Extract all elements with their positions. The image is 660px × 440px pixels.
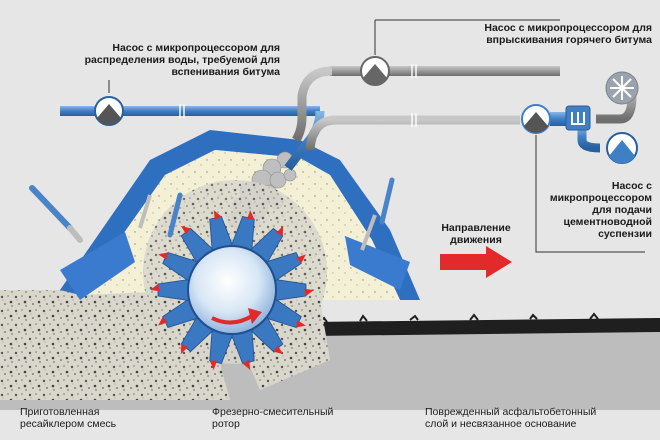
- label-rotor: Фрезерно-смесительный ротор: [212, 406, 334, 430]
- slurry-pump-icon: [606, 132, 638, 164]
- water-pump-icon: [94, 96, 124, 126]
- cutter-tip: [296, 320, 306, 328]
- asphalt-crack-edges: [319, 312, 599, 323]
- pipe-flanges: [179, 64, 417, 127]
- rotor-cutter-tips: [150, 210, 314, 370]
- cutter-tip: [150, 284, 160, 292]
- cutter-tip: [158, 316, 168, 326]
- asphalt-layer: [310, 318, 660, 336]
- bitumen-pump-icon: [360, 56, 390, 86]
- cutter-tip: [180, 225, 191, 235]
- cutter-tip: [273, 345, 284, 355]
- cutter-tip: [246, 210, 255, 220]
- right-spray-bar: [360, 177, 395, 251]
- cutter-tip: [304, 288, 314, 296]
- tank-icon: [565, 105, 591, 131]
- left-spray-bar: [29, 185, 183, 243]
- label-recycled-mix: Приготовленная ресайклером смесь: [20, 406, 117, 430]
- leader-lines: [108, 19, 645, 253]
- cutter-tip: [209, 360, 218, 370]
- label-cement-pump: Насос с микропроцессором для подачи цеме…: [549, 180, 652, 240]
- heater-icon: [605, 71, 639, 105]
- caption-strip: [0, 410, 660, 440]
- label-base: Поврежденный асфальтобетонный слой и нес…: [425, 406, 597, 430]
- cutter-tip: [242, 359, 251, 370]
- cutter-tip: [180, 344, 188, 355]
- label-bitumen-pump: Насос с микропроцессором для впрыскивани…: [484, 22, 652, 46]
- bitumen-pipeline: [292, 66, 560, 143]
- rotation-arrowhead: [248, 308, 262, 324]
- cutter-tip: [276, 225, 284, 236]
- cutter-tip: [296, 254, 306, 264]
- cutter-tip: [158, 252, 168, 260]
- cement-pump-icon: [521, 104, 551, 134]
- direction-arrow-icon: [440, 246, 512, 278]
- left-skirt: [60, 232, 135, 300]
- label-water-pump: Насос с микропроцессором для распределен…: [84, 42, 280, 78]
- cutter-tip: [213, 210, 222, 221]
- rotation-arrow-icon: [211, 314, 254, 325]
- mixing-chamber-hood: [60, 130, 420, 300]
- label-direction: Направление движения: [441, 222, 511, 246]
